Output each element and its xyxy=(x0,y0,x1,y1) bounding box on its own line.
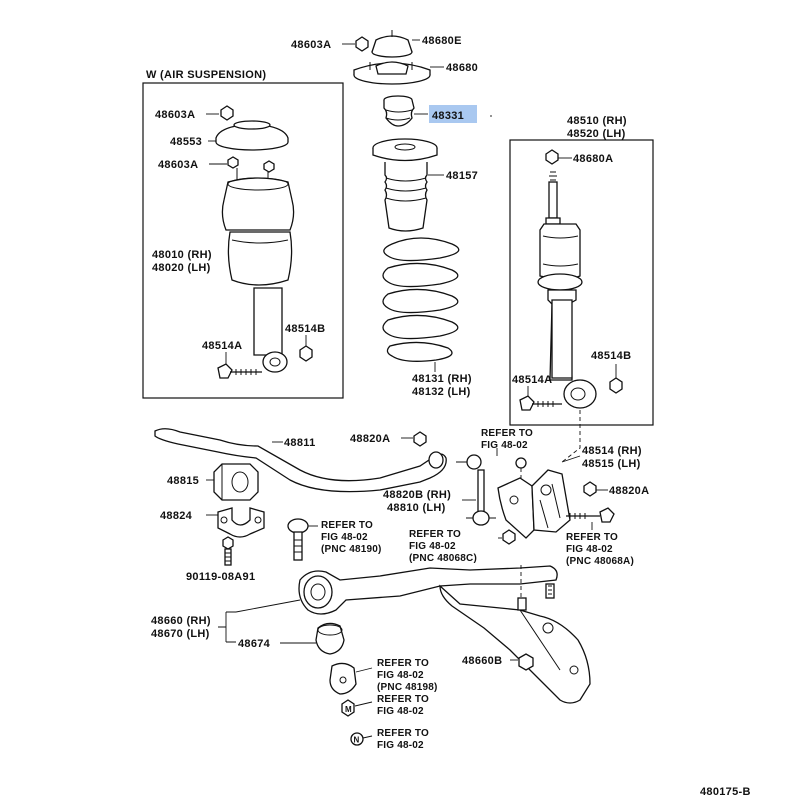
part-48553-cap[interactable] xyxy=(215,120,289,151)
part-48603a-air-lower[interactable] xyxy=(227,156,275,173)
refer-48068a-line1: REFER TO xyxy=(566,532,618,543)
part-48514-bracket[interactable] xyxy=(497,469,571,539)
label-90119: 90119-08A91 xyxy=(186,571,255,583)
refer-48190-line1: REFER TO xyxy=(321,520,373,531)
refer-48068c-line3: (PNC 48068C) xyxy=(409,553,477,564)
label-48680a: 48680A xyxy=(573,153,613,165)
label-48553: 48553 xyxy=(170,136,202,148)
label-48811: 48811 xyxy=(284,437,315,449)
part-48815-bushing[interactable] xyxy=(213,463,259,501)
refer-48198-line1: REFER TO xyxy=(377,658,429,669)
part-48680-mount[interactable] xyxy=(353,61,431,85)
label-48514b-air: 48514B xyxy=(285,323,325,335)
part-48660-lower-arm[interactable] xyxy=(298,565,591,704)
refer-48068a-line3: (PNC 48068A) xyxy=(566,556,634,567)
label-48514a-air: 48514A xyxy=(202,340,242,352)
part-48068a-bolt[interactable] xyxy=(566,507,615,523)
label-48603a-top: 48603A xyxy=(291,39,331,51)
part-48514a-bolt[interactable] xyxy=(519,395,562,411)
label-48680e: 48680E xyxy=(422,35,462,47)
refer-48198-line3: (PNC 48198) xyxy=(377,682,438,693)
air-suspension-title: W (AIR SUSPENSION) xyxy=(146,69,266,81)
part-m-washer[interactable] xyxy=(341,699,355,717)
label-48810: 48810 (LH) xyxy=(387,502,446,514)
label-48020: 48020 (LH) xyxy=(152,262,211,274)
label-48820a-right: 48820A xyxy=(609,485,649,497)
label-48514b-right: 48514B xyxy=(591,350,631,362)
label-48824: 48824 xyxy=(160,510,193,522)
part-48514a-air-bolt[interactable] xyxy=(217,363,262,379)
label-48670-line: 48670 (LH) xyxy=(151,628,210,640)
part-48514b-nut[interactable] xyxy=(609,377,623,394)
refer-48068a-line2: FIG 48-02 xyxy=(566,544,613,555)
part-48010-air-spring[interactable] xyxy=(221,168,295,373)
part-48674-bushing[interactable] xyxy=(315,622,345,655)
label-48660b: 48660B xyxy=(462,655,502,667)
part-48131-coil-spring[interactable] xyxy=(382,237,460,362)
lower-arm-group: 48660 (RH) 48670 (LH) 48674 48660B REFER… xyxy=(151,565,591,751)
refer-48068c-line2: FIG 48-02 xyxy=(409,541,456,552)
part-48510-shock-absorber[interactable] xyxy=(537,171,597,409)
part-48820a-top-nut[interactable] xyxy=(413,431,427,447)
label-48820b: 48820B (RH) xyxy=(383,489,451,501)
refer-48190-line3: (PNC 48190) xyxy=(321,544,382,555)
label-48674: 48674 xyxy=(238,638,271,650)
part-48820a-right-nut[interactable] xyxy=(583,481,597,497)
label-48660: 48660 (RH) xyxy=(151,615,211,627)
marker-b xyxy=(515,457,527,469)
marker-m: M xyxy=(345,705,352,714)
part-48820b-link[interactable] xyxy=(456,454,496,526)
part-90119-bolt[interactable] xyxy=(222,536,234,566)
refer-48198-line2: FIG 48-02 xyxy=(377,670,424,681)
part-48680e-cap[interactable] xyxy=(371,30,413,58)
label-48603a-air-lower: 48603A xyxy=(158,159,198,171)
part-48603a-air-top[interactable] xyxy=(220,105,234,121)
label-48815: 48815 xyxy=(167,475,199,487)
label-48010: 48010 (RH) xyxy=(152,249,212,261)
label-48515: 48515 (LH) xyxy=(582,458,641,470)
refer-n-line1: REFER TO xyxy=(377,728,429,739)
part-48660b-nut[interactable] xyxy=(518,653,534,671)
part-n-nut[interactable] xyxy=(350,732,364,746)
refer-top-line1: REFER TO xyxy=(481,428,533,439)
refer-48068c-line1: REFER TO xyxy=(409,529,461,540)
part-48198-bushing[interactable] xyxy=(329,662,357,695)
part-48331-bump-stopper[interactable] xyxy=(383,95,415,127)
label-48132: 48132 (LH) xyxy=(412,386,471,398)
label-48820a-top: 48820A xyxy=(350,433,390,445)
refer-n-line2: FIG 48-02 xyxy=(377,740,424,751)
part-48811-stabilizer-bar[interactable] xyxy=(154,428,447,493)
label-48520: 48520 (LH) xyxy=(567,128,626,140)
label-48603a-air-top: 48603A xyxy=(155,109,195,121)
refer-48190-line2: FIG 48-02 xyxy=(321,532,368,543)
label-48331[interactable]: 48331 xyxy=(432,110,464,122)
upper-strut-stack: 48603A 48680E 48680 48331 xyxy=(291,30,492,398)
stabilizer-group: 48811 48820A 48815 48824 90119-08A9 xyxy=(154,428,649,583)
label-48680: 48680 xyxy=(446,62,478,74)
highlight-48331 xyxy=(429,105,477,123)
refer-m-line2: FIG 48-02 xyxy=(377,706,424,717)
shock-absorber-group: 48510 (RH) 48520 (LH) 48680A 48514B xyxy=(509,115,654,463)
shock-absorber-box xyxy=(509,139,654,426)
air-suspension-box xyxy=(142,82,344,399)
label-48514a-right: 48514A xyxy=(512,374,552,386)
label-48131: 48131 (RH) xyxy=(412,373,472,385)
refer-m-line1: REFER TO xyxy=(377,694,429,705)
part-48157-dust-boot[interactable] xyxy=(372,138,438,232)
label-48514: 48514 (RH) xyxy=(582,445,642,457)
refer-top-line2: FIG 48-02 xyxy=(481,440,528,451)
part-refer-48190-bolt[interactable] xyxy=(287,518,309,561)
part-48068c-nut[interactable] xyxy=(502,529,516,545)
part-48824-bracket[interactable] xyxy=(217,507,265,538)
figure-code: 480175-B xyxy=(700,786,751,798)
label-48510: 48510 (RH) xyxy=(567,115,627,127)
air-suspension-group: W (AIR SUSPENSION) 48603A 48553 48603A xyxy=(142,69,344,399)
part-48514b-air-nut[interactable] xyxy=(299,345,313,362)
part-48603a-top-nut[interactable] xyxy=(355,36,369,52)
marker-n: N xyxy=(354,736,360,745)
part-48680a-nut[interactable] xyxy=(545,149,559,165)
label-48157: 48157 xyxy=(446,170,478,182)
